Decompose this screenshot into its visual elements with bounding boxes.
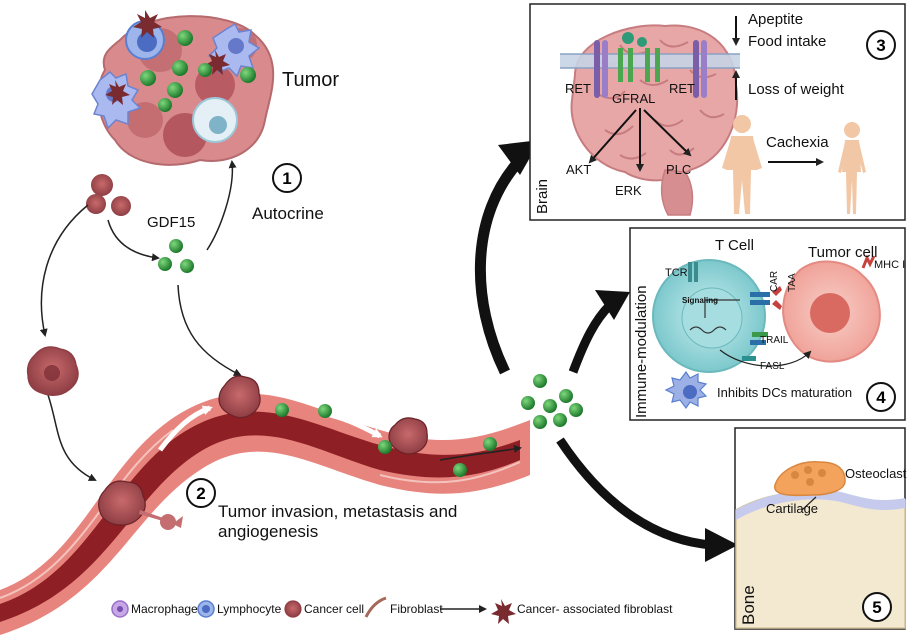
appetite-label: Apeptite: [748, 11, 804, 28]
bone-illustration: [735, 461, 906, 629]
bone-side-label: Bone: [739, 585, 758, 625]
legend-cancer-cell-label: Cancer cell: [304, 602, 365, 616]
arrow-to-gdf15: [107, 219, 160, 262]
akt-label: AKT: [566, 162, 592, 177]
signaling-label: Signaling: [682, 296, 718, 305]
arrow-to-immune: [568, 301, 614, 374]
mhc-label: MHC I: [874, 259, 906, 271]
legend-macrophage-icon: [111, 600, 129, 618]
immune-side-label: Immune-modulation: [633, 285, 650, 418]
legend-cancer-cell-icon: [284, 600, 302, 618]
t-cell-label: T Cell: [715, 237, 754, 254]
loss-of-weight-label: Loss of weight: [748, 81, 844, 98]
fasl-label: FASL: [760, 361, 785, 372]
arrow-to-bone: [556, 437, 713, 550]
cachexia-label: Cachexia: [766, 134, 829, 151]
legend-lymphocyte-icon: [197, 600, 215, 618]
tumor-label: Tumor: [282, 69, 340, 91]
step-number-5: 5: [862, 592, 892, 622]
dc-maturation-label: Inhibits DCs maturation: [717, 385, 853, 400]
car-label: CAR: [769, 270, 780, 292]
trail-label: TRAIL: [760, 335, 789, 346]
arrow-to-cancer-cell: [39, 204, 89, 337]
gfral-label: GFRAL: [612, 91, 656, 106]
arrow-to-brain: [474, 156, 525, 375]
t-cell: [652, 259, 782, 373]
human-figure-cachexic: [838, 122, 866, 214]
legend-fibroblast-label: Fibroblast: [390, 602, 443, 616]
legend-caf-icon: [491, 599, 516, 624]
step-number-1: 1: [272, 163, 302, 193]
food-intake-label: Food intake: [748, 33, 827, 50]
cartilage-label: Cartilage: [766, 501, 819, 516]
ret-left-label: RET: [565, 81, 591, 96]
erk-label: ERK: [615, 183, 642, 198]
taa-label: TAA: [787, 273, 798, 292]
ret-right-label: RET: [669, 81, 695, 96]
cancer-cell-cluster: [86, 174, 131, 216]
arrow-autocrine: [206, 160, 237, 251]
autocrine-label: Autocrine: [252, 204, 324, 223]
tumor-mass: [91, 10, 275, 166]
legend-caf-label: Cancer- associated fibroblast: [517, 602, 673, 616]
tcr-label: TCR: [665, 267, 688, 279]
invasion-label-line1: Tumor invasion, metastasis and: [218, 502, 458, 521]
arrow-gdf15-to-vessel: [177, 284, 242, 376]
gdf15-particles-secreted: [158, 239, 194, 273]
legend-fibroblast-icon: [364, 596, 387, 618]
step-number-3: 3: [866, 30, 896, 60]
step-number-2: 2: [186, 478, 216, 508]
blood-vessel: [0, 375, 530, 635]
invasion-label-line2: angiogenesis: [218, 522, 319, 541]
gdf15-label: GDF15: [147, 214, 196, 231]
plc-label: PLC: [666, 162, 692, 177]
brain-illustration: [560, 24, 740, 216]
brain-side-label: Brain: [534, 178, 551, 214]
dendritic-cell: [664, 370, 708, 410]
human-figure-normal: [722, 115, 762, 214]
tumor-cell: [782, 254, 881, 363]
tumor-cell-label: Tumor cell: [808, 244, 878, 261]
step-number-4: 4: [866, 382, 896, 412]
arrow-cancer-to-vessel: [47, 394, 97, 481]
osteoclast-label: Osteoclast: [845, 466, 907, 481]
legend-lymphocyte-label: Lymphocyte: [217, 602, 282, 616]
arrow-tcell-to-tumor: [719, 349, 812, 367]
gdf15-cluster-released: [521, 374, 583, 429]
legend-macrophage-label: Macrophage: [131, 602, 198, 616]
